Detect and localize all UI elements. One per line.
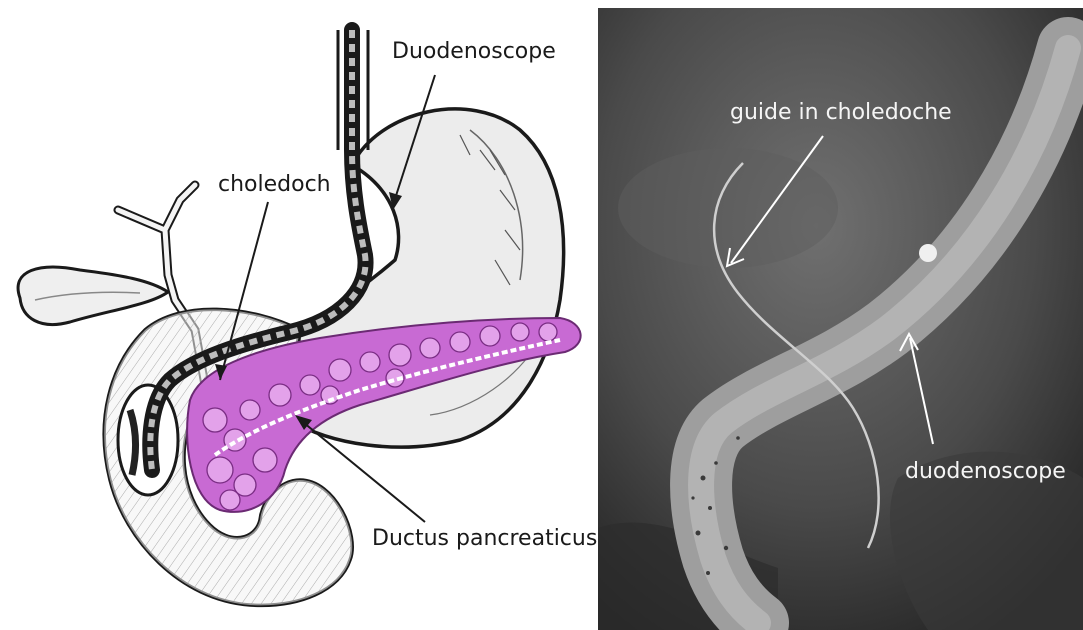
label-ductus-pancreaticus: Ductus pancreaticus: [372, 526, 597, 551]
label-choledoch: choledoch: [218, 172, 331, 197]
gallbladder-shape: [18, 267, 168, 324]
anatomy-illustration: choledoch Duodenoscope Ductus pancreatic…: [0, 0, 598, 630]
label-duodenoscope: Duodenoscope: [392, 39, 556, 64]
fluoroscopy-image: guide in choledoche duodenoscope: [598, 8, 1083, 630]
label-guide: guide in choledoche: [730, 100, 952, 125]
label-xray-duodenoscope: duodenoscope: [905, 459, 1066, 484]
